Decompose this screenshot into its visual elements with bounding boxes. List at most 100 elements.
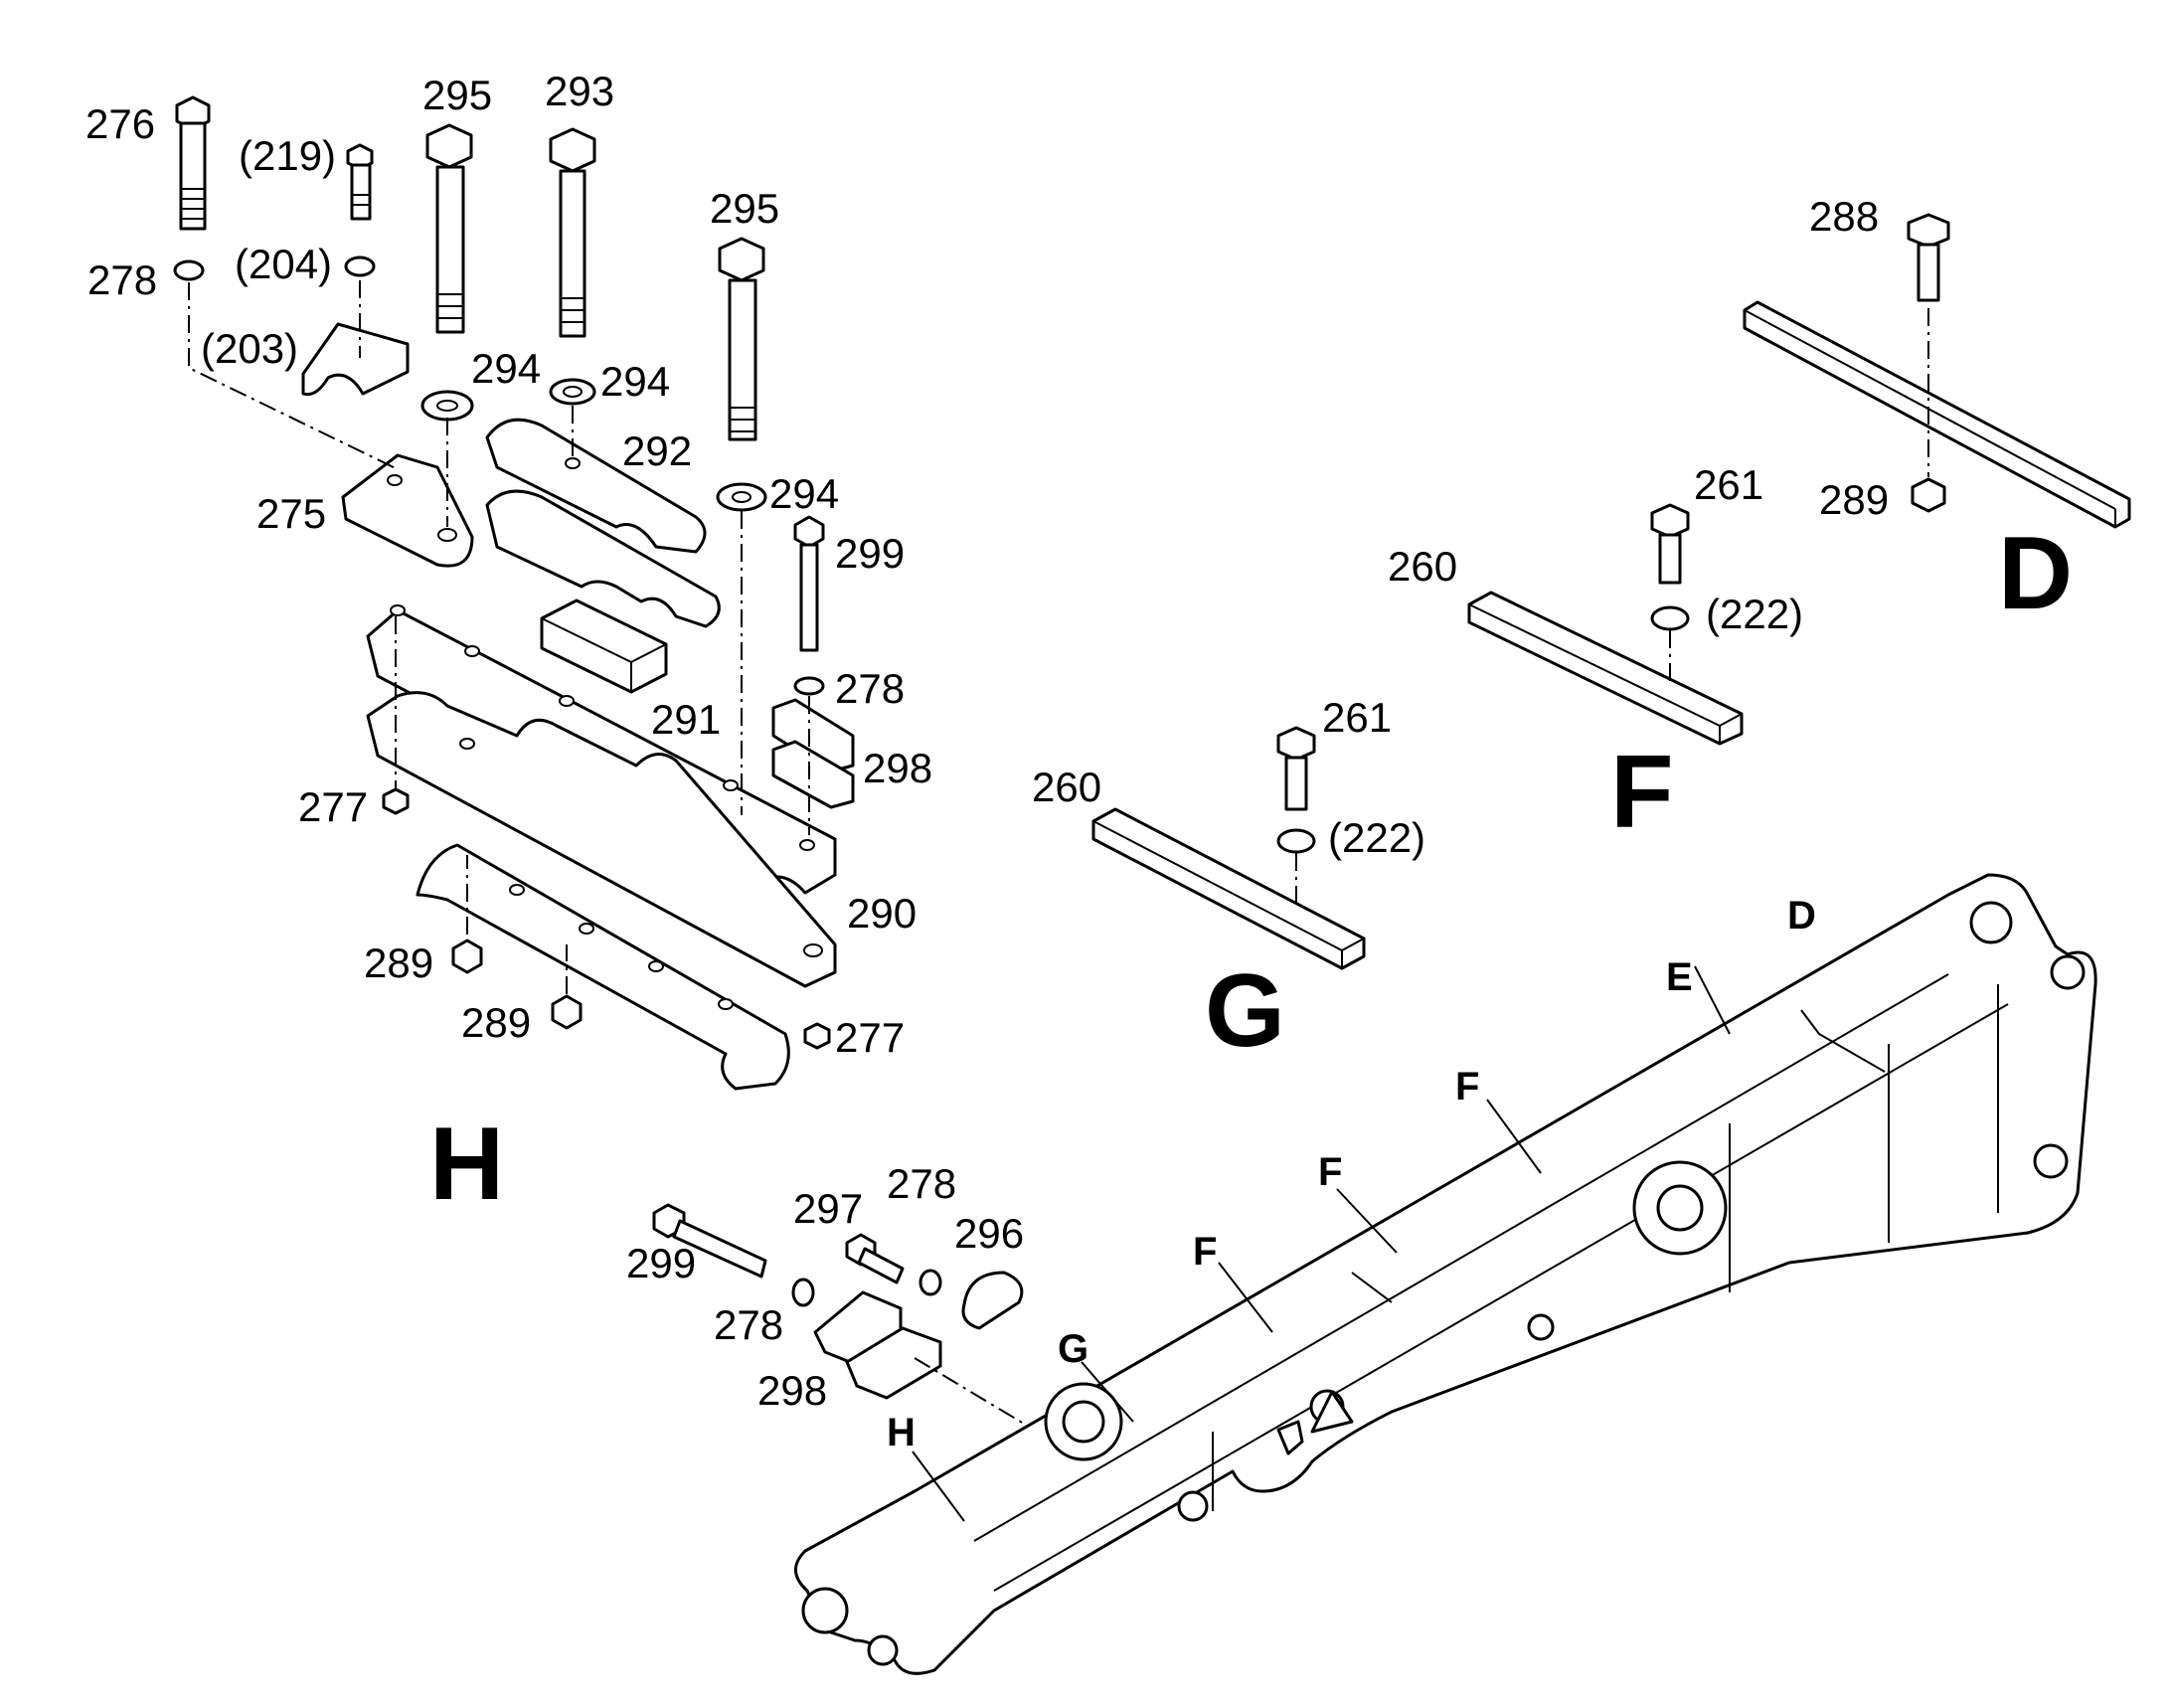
- label-289a: 289: [364, 939, 433, 986]
- marker-d: D: [1787, 894, 1816, 938]
- label-290: 290: [847, 890, 917, 937]
- label-295b: 295: [710, 185, 779, 232]
- label-293: 293: [545, 68, 614, 114]
- label-288: 288: [1809, 193, 1879, 240]
- label-294c: 294: [769, 470, 839, 517]
- plate-260b: [1091, 807, 1366, 970]
- clamp-292-lower: [485, 489, 721, 628]
- detail-label-d: D: [1998, 516, 2073, 631]
- detail-view-labels: H G F D: [429, 516, 2073, 1222]
- bolt-276: [175, 95, 211, 231]
- nut-289b: [551, 994, 583, 1030]
- plate-d: [1743, 300, 2131, 529]
- washer-278c: [791, 1278, 815, 1307]
- bracket-bottom: [416, 843, 790, 1091]
- washer-222b: [1276, 828, 1316, 854]
- label-278a: 278: [87, 256, 157, 303]
- washer-222a: [1650, 605, 1690, 631]
- clamp-296: [961, 1271, 1024, 1330]
- label-261a: 261: [1694, 461, 1763, 508]
- label-297: 297: [793, 1185, 863, 1232]
- washer-278b: [793, 676, 825, 696]
- bolt-261b-head: [1276, 726, 1316, 762]
- label-260a: 260: [1388, 543, 1457, 590]
- nut-277b: [803, 1022, 831, 1050]
- nut-277a: [382, 787, 410, 815]
- marker-f2: F: [1318, 1150, 1342, 1194]
- location-marker-labels: D E F F F G H: [887, 894, 1816, 1454]
- washer-278d: [919, 1269, 942, 1296]
- detail-h-assembly: [173, 95, 855, 1091]
- bolt-219: [346, 143, 374, 221]
- bolt-261a: [1658, 533, 1682, 585]
- label-298b: 298: [757, 1367, 827, 1414]
- boom-head-pin: [1969, 901, 2013, 944]
- plate-275: [341, 453, 474, 568]
- label-204: (204): [235, 241, 332, 287]
- label-219: (219): [239, 132, 336, 179]
- label-295a: 295: [422, 72, 492, 118]
- clamp-292-upper: [485, 418, 707, 554]
- bolt-288-head: [1907, 213, 1950, 249]
- washer-204: [344, 256, 376, 277]
- boom-foot-pin: [801, 1587, 849, 1634]
- clamp-290-lower: [366, 691, 837, 988]
- boom-pin-small: [1527, 1313, 1555, 1341]
- label-277a: 277: [298, 783, 368, 830]
- bolt-261b: [1284, 756, 1308, 811]
- bolt-297: [857, 1247, 905, 1284]
- label-260b: 260: [1032, 764, 1101, 810]
- label-278d: 278: [714, 1301, 783, 1348]
- bolt-299b: [672, 1219, 767, 1279]
- bolt-299: [793, 515, 825, 652]
- bolt-295b: [718, 237, 765, 441]
- bolt-288: [1917, 243, 1940, 302]
- label-292: 292: [622, 427, 692, 474]
- marker-e: E: [1666, 955, 1693, 999]
- plate-260a: [1467, 591, 1744, 746]
- detail-f-assembly: [1467, 503, 1744, 746]
- label-289c: 289: [1819, 476, 1889, 523]
- clamp-298b-lower: [845, 1326, 942, 1400]
- label-294a: 294: [471, 345, 541, 392]
- label-222b: (222): [1328, 814, 1425, 861]
- detail-label-g: G: [1205, 953, 1285, 1069]
- label-222a: (222): [1706, 591, 1803, 637]
- boom-outline: [794, 873, 2097, 1675]
- label-275: 275: [256, 490, 326, 537]
- label-289b: 289: [461, 999, 531, 1046]
- label-299b: 299: [626, 1240, 696, 1286]
- label-277b: 277: [835, 1014, 905, 1061]
- label-278b: 278: [835, 665, 905, 712]
- bolt-295: [425, 123, 473, 334]
- nut-289a: [451, 939, 483, 974]
- label-296: 296: [954, 1210, 1024, 1257]
- nut-289c: [1911, 477, 1946, 513]
- detail-g-assembly: [1091, 726, 1366, 970]
- marker-h: H: [887, 1411, 916, 1454]
- clamp-298-lower: [771, 740, 855, 809]
- boom-arm: [794, 873, 2097, 1675]
- label-299a: 299: [835, 530, 905, 577]
- part-number-labels: 276 (219) 295 293 295 278 (204) (203) 29…: [85, 68, 1889, 1414]
- clamp-298-upper: [771, 698, 855, 773]
- label-298a: 298: [863, 745, 932, 791]
- bolt-261a-head: [1650, 503, 1690, 539]
- washer-278: [173, 259, 205, 281]
- block-291: [540, 598, 668, 694]
- detail-h-lower-parts: [652, 1203, 1055, 1443]
- marker-f3: F: [1193, 1230, 1217, 1274]
- detail-label-h: H: [429, 1107, 504, 1222]
- label-276: 276: [85, 100, 155, 147]
- detail-label-f: F: [1610, 735, 1674, 850]
- label-294b: 294: [600, 358, 670, 405]
- marker-g: G: [1058, 1327, 1088, 1371]
- detail-d-assembly: [1743, 213, 2131, 529]
- label-278c: 278: [887, 1160, 956, 1207]
- bolt-293: [549, 127, 596, 338]
- marker-f1: F: [1455, 1065, 1479, 1109]
- label-261b: 261: [1322, 694, 1392, 741]
- clamp-203: [301, 322, 410, 397]
